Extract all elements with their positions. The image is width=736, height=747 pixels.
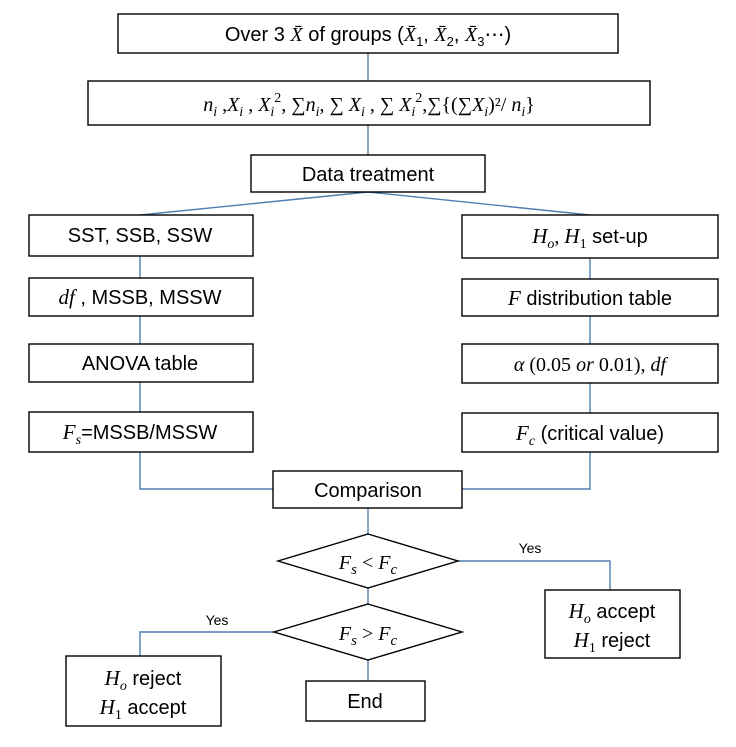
accept-box: Ho accept H1 reject [544,589,681,659]
accept-line1: Ho accept [568,599,656,627]
comparison-box: Comparison [272,470,463,509]
groups-label: Over 3 X̄ of groups (X̄1, X̄2, X̄3⋯) [225,24,511,49]
connector-d2-yes [139,631,274,656]
reject-line2: H1 accept [99,695,187,723]
accept-line2: H1 reject [573,628,651,656]
df-label: df , MSSB, MSSW [58,285,221,309]
df-box: df , MSSB, MSSW [28,277,254,317]
f-table-label: F distribution table [507,286,672,310]
anova-label: ANOVA table [82,353,198,375]
fc-label: Fc (critical value) [515,421,664,449]
decision-fs-lt-fc: Fs < Fc [275,533,461,589]
decision-fs-lt-fc-label: Fs < Fc [338,552,398,578]
fs-box: Fs=MSSB/MSSW [28,411,254,453]
hypothesis-setup-label: Ho, H1 set-up [531,224,648,252]
comparison-label: Comparison [314,480,422,502]
alpha-label: α (0.05 or 0.01), df [514,354,669,376]
connector-d1-yes [458,560,611,590]
fc-box: Fc (critical value) [461,412,719,453]
reject-box: Ho reject H1 accept [65,655,222,727]
connector-fc-to-comparison [462,452,591,490]
hypothesis-setup-box: Ho, H1 set-up [461,214,719,259]
end-label: End [347,691,383,713]
yes-label-right: Yes [519,540,542,556]
stats-label: ni ,Xi , Xi2, ∑ni, ∑ Xi , ∑ Xi2,∑{(∑Xi)²… [203,91,535,120]
reject-line1: Ho reject [104,666,182,694]
fs-label: Fs=MSSB/MSSW [62,420,218,448]
decision-fs-gt-fc: Fs > Fc [271,603,465,661]
f-table-box: F distribution table [461,278,719,317]
connector-fs-to-comparison [139,452,273,490]
stats-box: ni ,Xi , Xi2, ∑ni, ∑ Xi , ∑ Xi2,∑{(∑Xi)²… [87,80,651,126]
connector-treatment-to-right [367,191,591,216]
data-treatment-box: Data treatment [250,154,486,193]
end-box: End [305,680,426,722]
yes-label-left: Yes [206,612,229,628]
sst-box: SST, SSB, SSW [28,214,254,257]
connector-treatment-to-left [139,191,369,216]
sst-label: SST, SSB, SSW [68,225,213,247]
decision-fs-gt-fc-label: Fs > Fc [338,623,398,649]
alpha-box: α (0.05 or 0.01), df [461,343,719,384]
data-treatment-label: Data treatment [302,164,435,186]
anova-box: ANOVA table [28,343,254,383]
groups-box: Over 3 X̄ of groups (X̄1, X̄2, X̄3⋯) [117,13,619,54]
connectors [139,53,611,681]
